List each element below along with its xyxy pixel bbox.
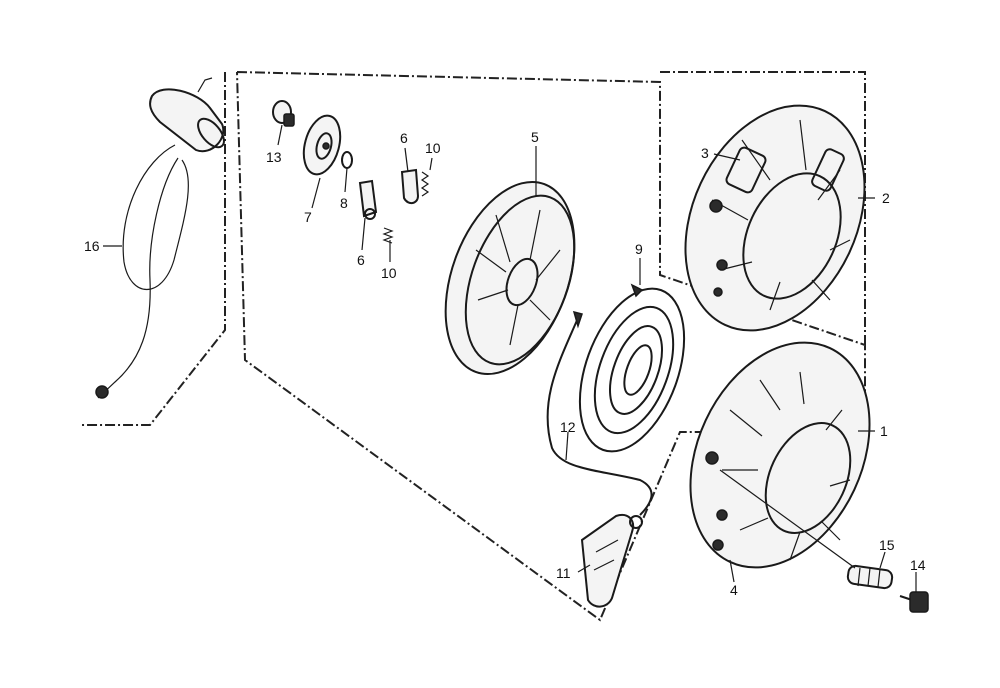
bolt-14[interactable] (899, 591, 929, 613)
cover-frame (660, 71, 866, 345)
callout-15: 15 (879, 537, 895, 553)
callout-11: 11 (556, 565, 571, 581)
callout-16: 16 (84, 238, 100, 254)
callout-8: 8 (340, 195, 348, 211)
recoil-spring-9[interactable] (560, 274, 705, 465)
ratchet-pawl-upper[interactable] (400, 168, 420, 204)
starter-cover-2[interactable] (651, 76, 899, 359)
callout-6-lower: 6 (357, 252, 365, 268)
callout-5: 5 (531, 129, 539, 145)
collar-15[interactable] (846, 564, 894, 590)
callout-12: 12 (560, 419, 576, 435)
callout-2: 2 (882, 190, 890, 206)
starter-case-1[interactable] (656, 313, 904, 596)
handle-bracket-11[interactable] (580, 514, 643, 608)
ratchet-pawl-lower[interactable] (358, 179, 378, 220)
callout-3: 3 (701, 145, 709, 161)
clip-8[interactable] (341, 151, 353, 169)
rope-handle-frame (80, 72, 226, 426)
leader-lines (103, 124, 917, 592)
callout-13: 13 (266, 149, 282, 165)
reel-pulley-5[interactable] (421, 164, 598, 392)
callout-7: 7 (304, 209, 312, 225)
bolt-13[interactable] (272, 100, 295, 127)
ratchet-plate-7[interactable] (298, 112, 346, 179)
callout-10-upper: 10 (425, 140, 441, 156)
starter-rope-grip[interactable] (95, 77, 229, 399)
callout-labels: 13 7 8 6 10 6 10 5 9 12 11 3 2 1 4 15 14… (84, 129, 926, 598)
spring-lower[interactable] (382, 227, 394, 244)
callout-9: 9 (635, 241, 643, 257)
spring-upper[interactable] (420, 171, 430, 197)
callout-14: 14 (910, 557, 926, 573)
recoil-rope-12[interactable] (546, 310, 653, 516)
callout-1: 1 (880, 423, 888, 439)
callout-6-upper: 6 (400, 130, 408, 146)
callout-10-lower: 10 (381, 265, 397, 281)
callout-4: 4 (730, 582, 738, 598)
